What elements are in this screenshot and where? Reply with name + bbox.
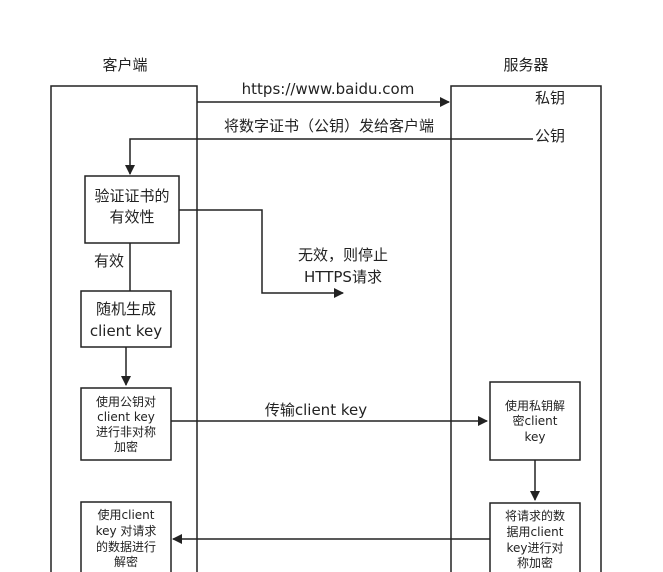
invalid-arrow bbox=[179, 209, 344, 298]
send-cert-arrow bbox=[125, 138, 533, 175]
generate-key-text-1: 随机生成 bbox=[96, 300, 156, 318]
invalid-note-1: 无效，则停止 bbox=[298, 246, 388, 264]
send-cert-label: 将数字证书（公钥）发给客户端 bbox=[224, 117, 434, 135]
encrypt-data-text-2: 据用client bbox=[507, 525, 564, 539]
valid-label: 有效 bbox=[94, 252, 124, 270]
verify-cert-text-1: 验证证书的 bbox=[94, 187, 169, 205]
decrypt-data-text-1: 使用client bbox=[98, 507, 155, 522]
generate-key-text-2: client key bbox=[90, 322, 162, 340]
server-title: 服务器 bbox=[503, 56, 548, 74]
encrypt-key-text-4: 加密 bbox=[114, 439, 138, 454]
invalid-note-2: HTTPS请求 bbox=[304, 268, 382, 286]
private-key-label: 私钥 bbox=[535, 89, 565, 107]
decrypt-data-text-2: key 对请求 bbox=[96, 524, 157, 538]
verify-cert-text-2: 有效性 bbox=[109, 208, 154, 226]
encrypt-key-text-3: 进行非对称 bbox=[96, 425, 156, 439]
encrypt-key-text-1: 使用公钥对 bbox=[96, 394, 156, 409]
decrypt-data-text-3: 的数据进行 bbox=[96, 539, 156, 554]
decrypt-data-box bbox=[80, 501, 172, 572]
encrypt-data-box bbox=[489, 502, 581, 572]
decrypt-data-text-4: 解密 bbox=[114, 554, 138, 569]
encrypt-data-text-4: 称加密 bbox=[517, 555, 553, 570]
client-title: 客户端 bbox=[102, 56, 147, 74]
request-url-label: https://www.baidu.com bbox=[242, 80, 415, 98]
decrypt-key-text-3: key bbox=[524, 430, 545, 444]
verify-cert-box bbox=[84, 175, 180, 244]
encrypt-data-text-3: key进行对 bbox=[506, 541, 563, 555]
decrypt-key-box bbox=[489, 381, 581, 461]
transfer-key-label: 传输client key bbox=[265, 401, 367, 419]
decrypt-key-text-1: 使用私钥解 bbox=[505, 398, 565, 413]
client-lifeline bbox=[50, 85, 198, 572]
encrypt-key-text-2: client key bbox=[97, 410, 155, 424]
public-key-label: 公钥 bbox=[535, 127, 565, 145]
encrypt-key-box bbox=[80, 387, 172, 461]
encrypt-data-text-1: 将请求的数 bbox=[505, 508, 565, 523]
decrypt-key-text-2: 密client bbox=[513, 413, 558, 428]
server-lifeline bbox=[450, 85, 602, 572]
